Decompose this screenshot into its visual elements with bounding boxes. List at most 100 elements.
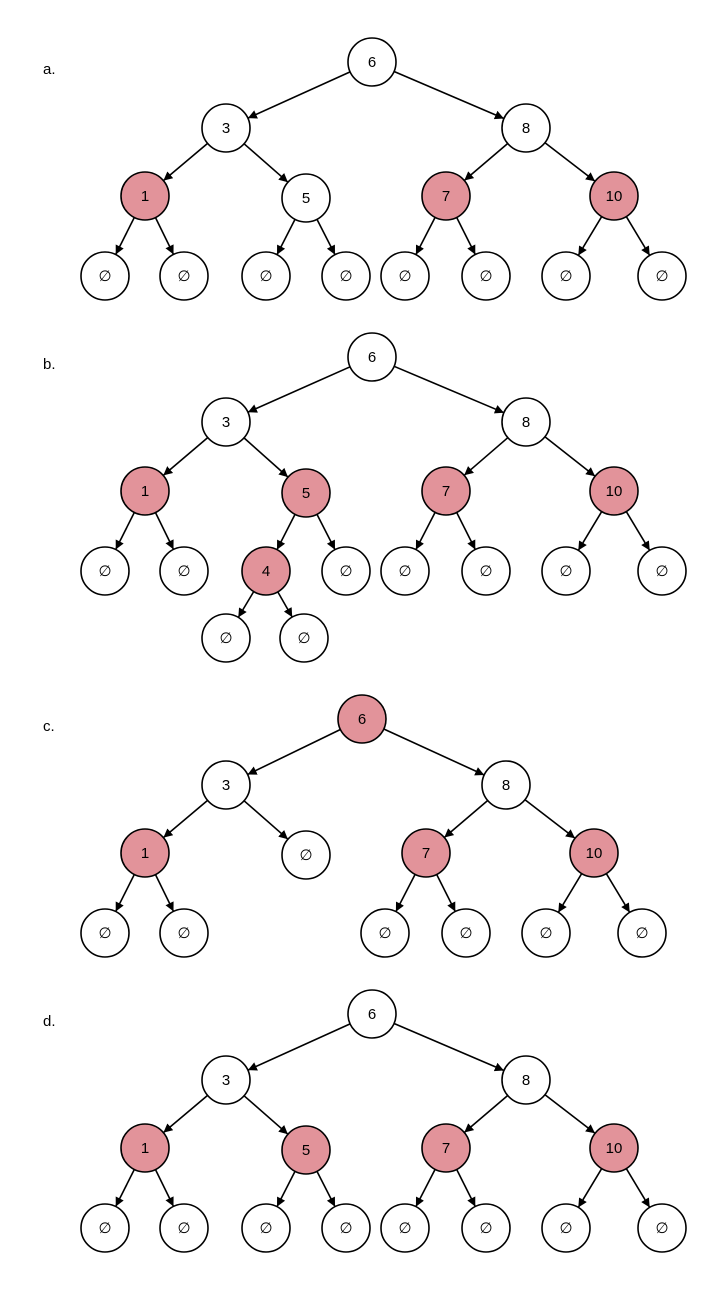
node-label: ∅ (339, 268, 352, 285)
tree-edge-n10-l8 (605, 873, 631, 913)
node-label: 8 (522, 120, 530, 137)
node-label: 8 (522, 414, 530, 431)
tree-edge-n6-n3 (247, 1023, 351, 1071)
black-node-circle (241, 251, 291, 301)
black-node-circle (159, 546, 209, 596)
black-node-circle (461, 1203, 511, 1253)
node-label: 7 (442, 1140, 450, 1157)
node-label: ∅ (259, 1220, 272, 1237)
tree-edge-n5-l3 (276, 1171, 296, 1207)
tree-edge-n5-l4 (316, 219, 336, 255)
tree-node-3: 3 (201, 760, 251, 810)
black-node-circle (279, 613, 329, 663)
null-leaf-node: ∅ (637, 251, 687, 301)
panel-label: b. (43, 356, 56, 373)
null-leaf-node: ∅ (241, 1203, 291, 1253)
node-label: 10 (606, 188, 623, 205)
black-node-circle (80, 1203, 130, 1253)
tree-edge-n1-l1 (114, 217, 136, 255)
tree-edge-n1-l2 (154, 217, 175, 255)
node-label: 5 (302, 1142, 310, 1159)
tree-node-7: 7 (421, 171, 471, 221)
tree-node-10: 10 (589, 1123, 639, 1173)
node-label: 7 (442, 483, 450, 500)
node-label: 6 (368, 349, 376, 366)
black-node-circle (360, 908, 410, 958)
tree-node-6: 6 (337, 694, 387, 744)
null-leaf-node: ∅ (461, 1203, 511, 1253)
node-label: ∅ (98, 1220, 111, 1237)
node-label: 1 (141, 845, 149, 862)
tree-edge-n6-n3 (247, 728, 341, 776)
tree-node-7: 7 (421, 1123, 471, 1173)
red-node-circle (241, 546, 291, 596)
null-leaf-node: ∅ (159, 1203, 209, 1253)
black-node-circle (281, 830, 331, 880)
tree-edge-n5-n4 (276, 514, 296, 550)
tree-edge-n10-l8 (625, 1168, 651, 1208)
node-label: ∅ (398, 1220, 411, 1237)
node-label: 6 (358, 711, 366, 728)
tree-node-6: 6 (347, 989, 397, 1039)
node-label: 10 (606, 483, 623, 500)
black-node-circle (347, 37, 397, 87)
tree-edge-n3-n1 (162, 436, 209, 477)
tree-edge-n8-n7 (463, 437, 509, 476)
node-label: ∅ (655, 1220, 668, 1237)
red-node-circle (120, 171, 170, 221)
tree-edge-n1-l2 (154, 874, 175, 912)
null-leaf-node: ∅ (637, 1203, 687, 1253)
tree-edge-n7-l6 (455, 1169, 477, 1207)
node-label: ∅ (635, 925, 648, 942)
tree-edge-n10-l8 (625, 511, 651, 551)
node-label: ∅ (177, 1220, 190, 1237)
tree-edge-n4-l10 (277, 591, 293, 618)
node-label: 10 (586, 845, 603, 862)
tree-node-5: 5 (281, 1125, 331, 1175)
tree-node-3: 3 (201, 1055, 251, 1105)
null-leaf-node: ∅ (637, 546, 687, 596)
tree-edge-n7-l5 (415, 1169, 436, 1207)
black-node-circle (347, 332, 397, 382)
black-node-circle (159, 1203, 209, 1253)
black-node-circle (521, 908, 571, 958)
black-node-circle (201, 613, 251, 663)
black-node-circle (501, 397, 551, 447)
tree-edge-n8-n7 (463, 142, 509, 182)
black-node-circle (321, 1203, 371, 1253)
red-node-circle (421, 466, 471, 516)
red-node-circle (281, 468, 331, 518)
black-node-circle (637, 546, 687, 596)
black-node-circle (80, 251, 130, 301)
node-label: ∅ (297, 630, 310, 647)
null-leaf-node: ∅ (461, 546, 511, 596)
tree-edge-n7-l6 (455, 512, 477, 550)
tree-node-4: 4 (241, 546, 291, 596)
tree-node-8: 8 (501, 103, 551, 153)
red-node-circle (569, 828, 619, 878)
black-node-circle (201, 103, 251, 153)
null-leaf-node: ∅ (80, 1203, 130, 1253)
node-label: ∅ (559, 268, 572, 285)
tree-node-1: 1 (120, 171, 170, 221)
tree-edge-n3-n5 (243, 1095, 289, 1135)
node-label: 7 (442, 188, 450, 205)
null-leaf-node: ∅ (321, 546, 371, 596)
black-node-circle (461, 251, 511, 301)
red-node-circle (120, 466, 170, 516)
red-node-circle (421, 171, 471, 221)
tree-edge-n7-l6 (435, 874, 457, 912)
tree-edge-n6-n8 (393, 365, 505, 414)
tree-edge-n6-n8 (393, 70, 505, 120)
null-leaf-node: ∅ (201, 613, 251, 663)
node-label: 6 (368, 54, 376, 71)
tree-edge-n8-n10 (544, 436, 596, 477)
red-node-circle (421, 1123, 471, 1173)
tree-edge-n6-n8 (393, 1022, 505, 1072)
tree-edge-n6-n3 (247, 71, 351, 119)
node-label: 7 (422, 845, 430, 862)
black-node-circle (617, 908, 667, 958)
node-label: ∅ (177, 925, 190, 942)
tree-edge-n10-l7 (577, 216, 603, 256)
node-label: ∅ (655, 563, 668, 580)
